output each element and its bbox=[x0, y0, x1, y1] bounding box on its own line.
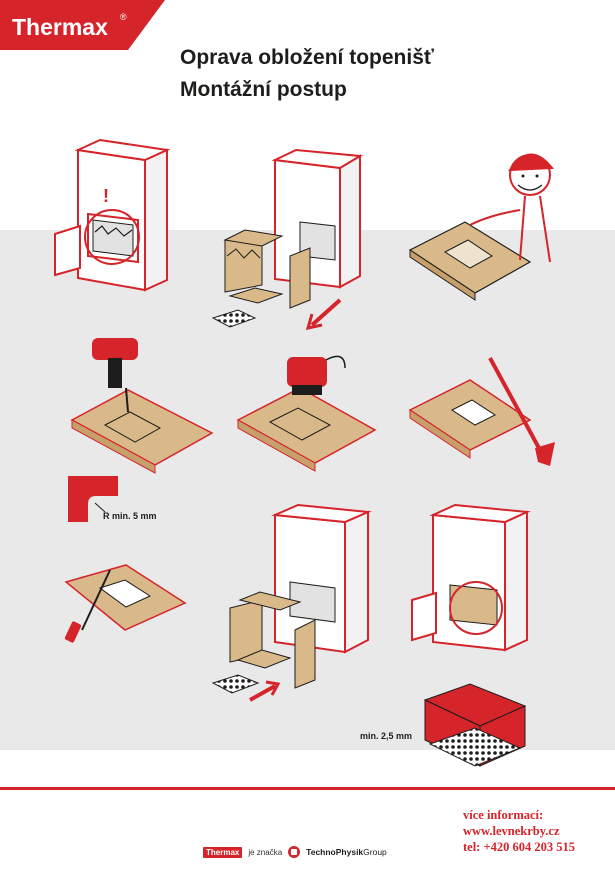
footer-thermax-logo: Thermax bbox=[203, 846, 243, 858]
title-line-1: Oprava obložení topenišť bbox=[180, 46, 434, 69]
step-5-jigsaw bbox=[236, 355, 377, 472]
warning-mark: ! bbox=[103, 186, 109, 206]
title-line-2: Montážní postup bbox=[180, 78, 347, 101]
step-3-worker-board bbox=[408, 153, 554, 301]
step-9-finished-stove bbox=[411, 503, 531, 652]
website-link[interactable]: www.levnekrby.cz bbox=[463, 824, 560, 838]
step-4-drilling bbox=[70, 338, 214, 474]
logo-text: Thermax bbox=[12, 14, 108, 40]
step-1-damaged-stove bbox=[54, 138, 171, 292]
gap-label: min. 2,5 mm bbox=[360, 731, 413, 741]
thermax-logo: Thermax ® bbox=[0, 0, 165, 55]
footer-brand: Thermax je značka TechnoPhysikGroup bbox=[203, 846, 387, 858]
detail-firebox-grate bbox=[423, 683, 527, 767]
info-label: více informací: bbox=[463, 808, 544, 822]
footer-je-znacka: je značka bbox=[248, 847, 283, 857]
step-6-marking bbox=[408, 357, 555, 466]
footer-divider bbox=[0, 787, 615, 790]
step-8-install-lining bbox=[211, 503, 372, 702]
corner-radius-symbol bbox=[68, 476, 118, 522]
technophysik-icon bbox=[288, 846, 301, 858]
technophysik-group: TechnoPhysikGroup bbox=[306, 847, 387, 857]
svg-text:®: ® bbox=[120, 12, 127, 22]
page-title: Oprava obložení topenišť Montážní postup bbox=[180, 42, 434, 106]
phone-number[interactable]: tel: +420 604 203 515 bbox=[463, 840, 575, 854]
contact-info: více informací: www.levnekrby.cz tel: +4… bbox=[463, 807, 575, 855]
step-7-filing bbox=[64, 564, 187, 643]
step-2-remove-lining bbox=[211, 148, 364, 330]
radius-label: R min. 5 mm bbox=[103, 511, 157, 521]
